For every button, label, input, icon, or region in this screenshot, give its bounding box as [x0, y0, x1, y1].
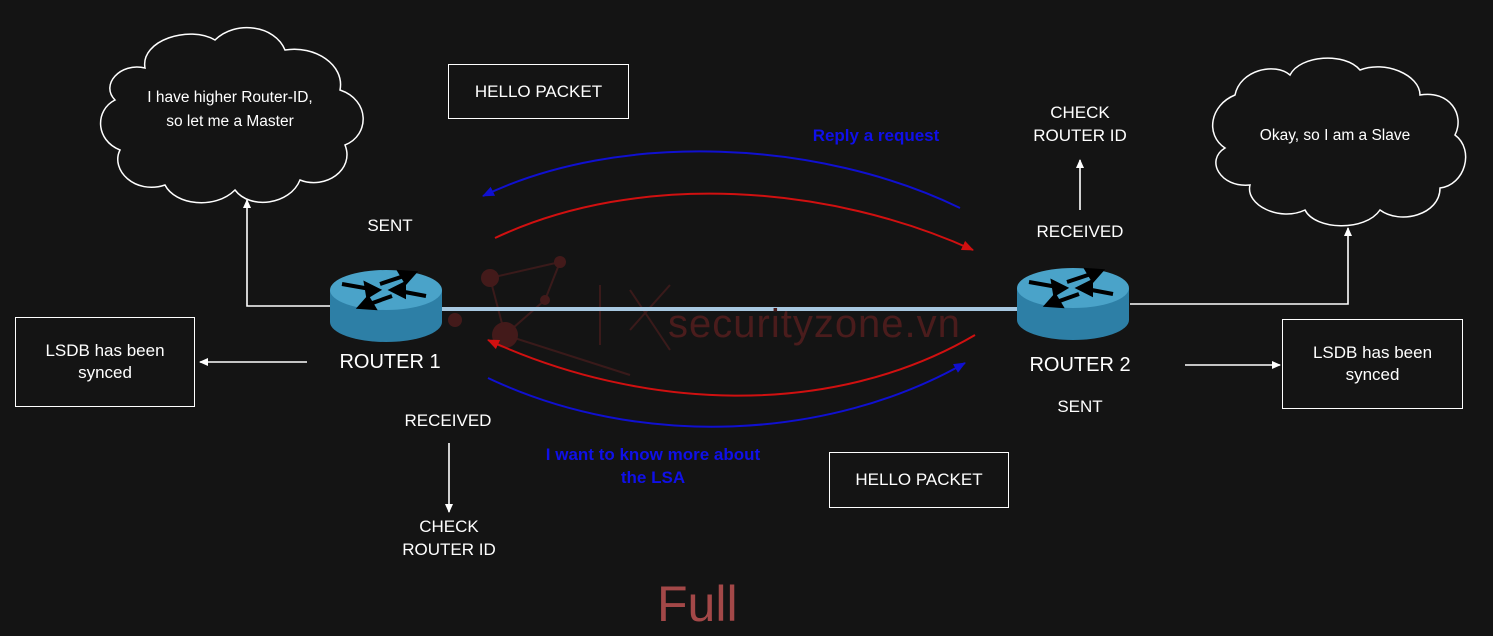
- cloud-left-line2: so let me a Master: [166, 113, 294, 130]
- arrow-icon: [243, 199, 330, 307]
- want-lsa-label: I want to know more about the LSA: [520, 443, 786, 489]
- lsdb-right-line1: LSDB has been: [1312, 343, 1433, 362]
- cloud-left-line1: I have higher Router-ID,: [147, 89, 313, 106]
- router2-name: ROUTER 2: [1029, 354, 1131, 376]
- state-full-label: Full: [657, 576, 738, 632]
- arrow-icon: [487, 334, 976, 397]
- lsdb-right-line2: synced: [1345, 365, 1400, 384]
- arrow-icon: [487, 362, 966, 428]
- router2-received-label: RECEIVED: [1036, 222, 1124, 241]
- lsdb-left-line1: LSDB has been: [45, 341, 165, 360]
- cloud-icon: [99, 26, 364, 204]
- cloud-right-text: Okay, so I am a Slave: [1259, 127, 1411, 144]
- reply-request-label: Reply a request: [812, 126, 940, 145]
- lsdb-box-left: LSDB has been synced: [15, 317, 195, 407]
- router1-received-label: RECEIVED: [404, 411, 492, 430]
- lsdb-box-right: LSDB has been synced: [1282, 319, 1463, 409]
- hello-packet-box-top: HELLO PACKET: [448, 64, 629, 119]
- watermark-text: securityzone.vn: [668, 302, 961, 346]
- arrow-icon: [494, 192, 974, 251]
- router-icon: [330, 269, 442, 342]
- cloud-icon: [1211, 57, 1467, 227]
- router2-check-line2: ROUTER ID: [1033, 126, 1127, 145]
- router-icon: [1017, 267, 1129, 340]
- router1-check-router-id: CHECK ROUTER ID: [385, 515, 513, 561]
- hello-packet-box-bottom: HELLO PACKET: [829, 452, 1009, 508]
- router2-check-router-id: CHECK ROUTER ID: [1016, 101, 1144, 147]
- watermark-graphic: [448, 256, 671, 376]
- router2-sent-label: SENT: [1057, 397, 1103, 416]
- want-lsa-line1: I want to know more about: [545, 445, 761, 464]
- cloud-left-text: I have higher Router-ID, so let me a Mas…: [125, 86, 335, 134]
- arrow-icon: [482, 150, 961, 209]
- want-lsa-line2: the LSA: [620, 468, 686, 487]
- router1-name: ROUTER 1: [339, 351, 441, 373]
- lsdb-left-line2: synced: [78, 363, 132, 382]
- router2-check-line1: CHECK: [1050, 103, 1110, 122]
- router1-check-line2: ROUTER ID: [402, 540, 496, 559]
- router1-sent-label: SENT: [367, 216, 413, 235]
- arrow-icon: [1130, 227, 1352, 305]
- router1-check-line1: CHECK: [419, 517, 479, 536]
